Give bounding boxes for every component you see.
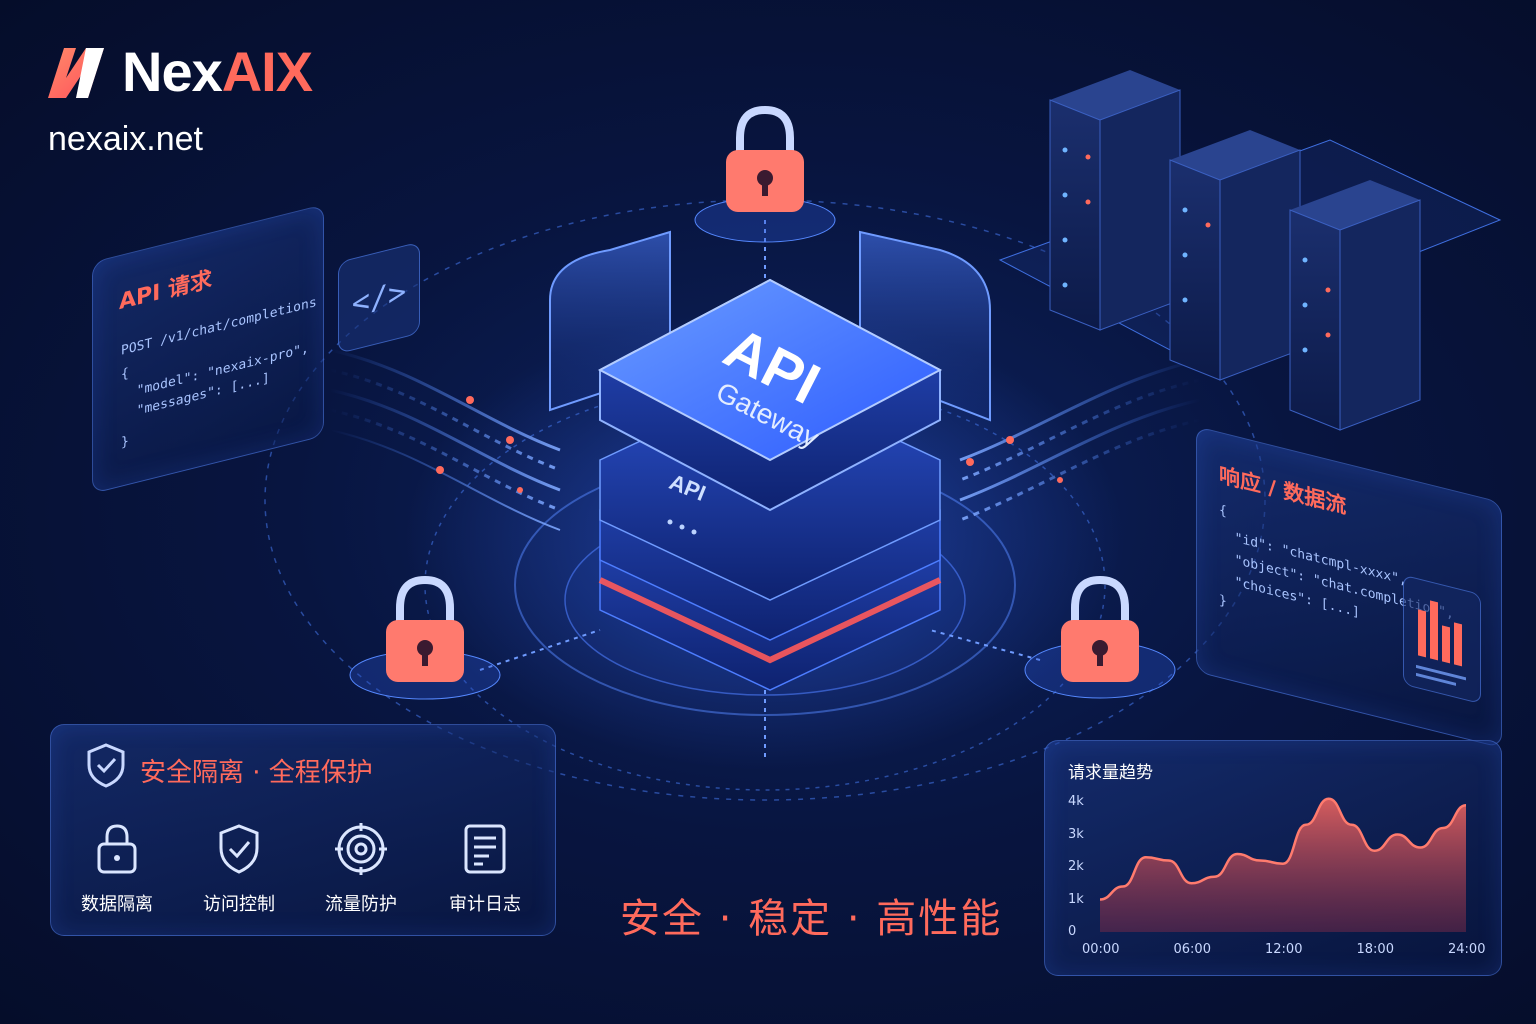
code-line: { [1219, 502, 1227, 520]
x-tick-label: 06:00 [1173, 942, 1211, 957]
security-heading: 安全隔离 · 全程保护 [140, 758, 373, 788]
feature-access-control: 访问控制 [184, 818, 294, 916]
y-tick-label: 0 [1068, 924, 1077, 939]
server-racks [998, 70, 1502, 431]
brand-logo: NexAIX [46, 40, 313, 103]
lock-icon [97, 824, 137, 874]
x-tick-label: 00:00 [1082, 942, 1120, 957]
shield-check-icon [87, 743, 125, 788]
security-panel [50, 724, 556, 936]
y-tick-label: 1k [1068, 891, 1084, 907]
shield-check-icon [219, 824, 259, 874]
document-icon [464, 824, 506, 874]
chart-line [1099, 797, 1467, 901]
code-line: } [1219, 592, 1227, 610]
response-panel: 响应 / 数据流 { "id": "chatcmpl-xxxx", "objec… [1196, 426, 1502, 749]
code-line: { [121, 365, 129, 383]
bar-chart-icon [1403, 574, 1481, 705]
response-title: 响应 / 数据流 [1219, 462, 1347, 519]
nexaix-logo-icon [48, 48, 104, 98]
lock-icon [694, 105, 836, 243]
x-tick-label: 24:00 [1448, 942, 1486, 957]
brand-name: NexAIX [122, 40, 313, 103]
brand-url: nexaix.net [48, 120, 203, 158]
x-tick-label: 18:00 [1356, 942, 1394, 957]
feature-traffic-protection: 流量防护 [306, 818, 416, 916]
target-icon [335, 823, 387, 875]
y-tick-label: 2k [1068, 859, 1084, 874]
lock-icon [349, 575, 501, 700]
y-tick-label: 4k [1068, 794, 1084, 809]
chart-title: 请求量趋势 [1068, 763, 1153, 783]
chart-area [1100, 798, 1466, 932]
y-tick-label: 3k [1068, 826, 1084, 842]
api-request-title: API 请求 [119, 267, 212, 316]
trend-chart [1099, 797, 1467, 932]
api-gateway: API Gateway API [549, 230, 991, 691]
lock-icon [1024, 575, 1176, 699]
tagline: 安全 · 稳定 · 高性能 [620, 896, 1003, 942]
x-tick-label: 12:00 [1265, 942, 1303, 957]
code-line: } [121, 433, 129, 451]
feature-data-isolation: 数据隔离 [62, 818, 172, 916]
feature-audit-log: 审计日志 [430, 818, 540, 916]
request-flow-lines [329, 348, 561, 531]
response-flow-lines [959, 358, 1201, 522]
